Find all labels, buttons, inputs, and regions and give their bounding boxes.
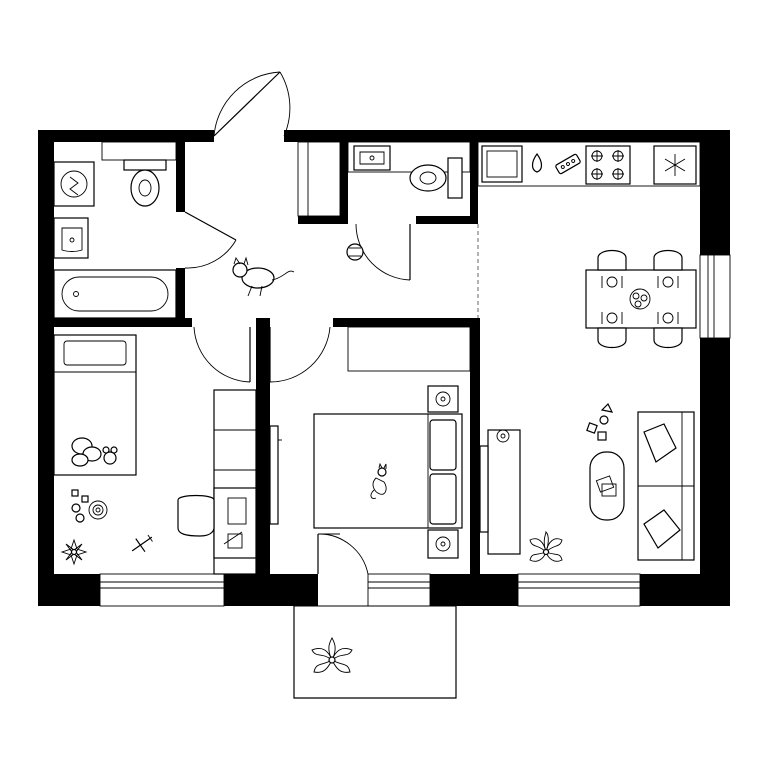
kitchen-fixtures	[477, 141, 701, 187]
plant-icon	[311, 636, 353, 673]
wall-bath-right-upper	[176, 142, 185, 212]
wall-closet-bottom	[298, 216, 348, 224]
door-swing-icon	[269, 326, 331, 383]
wall-bedroom-right	[470, 318, 480, 574]
hall-closet	[297, 141, 341, 217]
wall-right-lower	[700, 338, 730, 606]
door-swing-icon	[355, 223, 411, 281]
window-icon	[699, 254, 731, 339]
wall-wc-left	[340, 142, 348, 222]
wall-bedroom-top	[333, 318, 478, 327]
armchair-icon	[479, 429, 521, 555]
desk-icon	[213, 487, 257, 559]
wall-top-right	[284, 130, 730, 142]
wall-bath-bottom	[54, 318, 192, 327]
wall-kids-right	[256, 318, 270, 574]
door-swing-icon	[317, 533, 369, 575]
wall-wc-bottom	[416, 216, 476, 224]
kids-room-furniture	[53, 334, 257, 575]
cat-icon	[232, 256, 295, 297]
chair-icon	[653, 327, 683, 349]
chair-icon	[653, 249, 683, 271]
bathroom-fixtures	[53, 141, 177, 319]
sofa-icon	[637, 411, 695, 561]
wall-bottom-1	[38, 574, 100, 606]
sink-icon	[353, 145, 391, 171]
washing-machine-icon	[53, 161, 95, 207]
door-swing-icon	[184, 211, 237, 269]
door-swing-icon	[213, 71, 291, 137]
toilet-icon	[123, 159, 167, 207]
plant-icon	[529, 530, 563, 562]
wall-wc-right	[470, 142, 478, 224]
toy-plane-icon	[131, 534, 153, 553]
wall-right-upper	[700, 130, 730, 255]
dining-area	[585, 249, 697, 349]
exterior-walls	[38, 130, 730, 606]
chair-icon	[597, 327, 627, 349]
door-swing-icon	[193, 326, 251, 383]
plant-icon	[60, 538, 88, 566]
doors	[184, 71, 411, 575]
cat-icon	[370, 462, 387, 499]
kitchen-counter	[477, 141, 701, 187]
bedroom-shelf	[347, 326, 471, 372]
hallway	[232, 141, 364, 297]
toys-icon	[586, 402, 614, 441]
window-icon	[99, 573, 225, 607]
chair-icon	[177, 494, 215, 537]
wall-top-left	[38, 130, 214, 142]
bathtub-icon	[53, 269, 177, 319]
dining-table-icon	[585, 269, 697, 329]
lamp-icon	[496, 429, 510, 443]
wall-bath-right-lower	[176, 268, 185, 325]
windows	[99, 254, 731, 607]
window-icon	[517, 573, 641, 607]
kitchen-sink-icon	[481, 145, 523, 183]
wall-bottom-4	[640, 574, 730, 606]
double-bed-icon	[313, 413, 463, 529]
stove-icon	[585, 145, 631, 185]
interior-walls	[54, 142, 480, 574]
ball-icon	[346, 243, 364, 261]
wall-bottom-3	[430, 574, 518, 606]
fridge-icon	[653, 145, 697, 185]
living-area	[479, 402, 695, 562]
water-drop-icon	[531, 152, 543, 173]
sink-icon	[53, 217, 89, 259]
cutting-board-icon	[555, 153, 581, 175]
bedroom-furniture	[269, 326, 471, 559]
toilet-icon	[409, 157, 463, 199]
tv-icon	[269, 425, 282, 525]
chair-icon	[597, 249, 627, 271]
nightstand-icon	[427, 385, 459, 413]
toys-icon	[71, 437, 118, 467]
wall-left	[38, 130, 54, 606]
nightstand-icon	[427, 529, 459, 559]
coffee-table-icon	[589, 451, 625, 521]
wc-fixtures	[347, 141, 471, 199]
wall-bottom-2	[224, 574, 318, 606]
toys-icon	[71, 489, 108, 523]
balcony	[293, 605, 457, 699]
